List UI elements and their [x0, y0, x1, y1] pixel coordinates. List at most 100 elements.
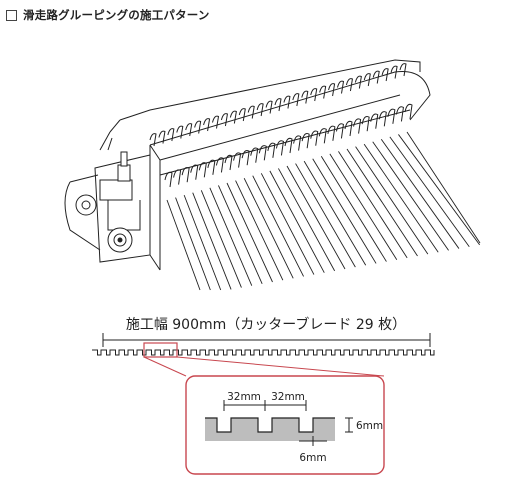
callout-line-right [176, 356, 385, 377]
cutter-blade [207, 159, 216, 175]
cutter-blade [258, 145, 267, 161]
cutter-blade [181, 166, 190, 183]
detail-highlight-box [143, 342, 178, 358]
cutter-blade [198, 162, 207, 178]
groove-line [192, 192, 232, 290]
grooving-machine-illustration [64, 59, 431, 271]
cutter-blade [173, 169, 182, 185]
cutter-blade [176, 125, 184, 139]
cutter-blade [327, 125, 336, 141]
groove-line [260, 173, 315, 275]
cutter-blade [283, 95, 291, 109]
cutter-blade [353, 118, 362, 134]
cutter-blade [220, 113, 228, 127]
cutter-blade [238, 108, 246, 122]
cutter-blade [390, 65, 398, 79]
cutter-blade [215, 157, 224, 173]
groove-line [278, 168, 336, 272]
cutter-blade [399, 63, 407, 77]
cutter-blade [404, 103, 413, 120]
page-title: 滑走路グルーピングの施工パターン [23, 8, 210, 22]
callout-line-left [143, 356, 187, 377]
cutter-blade [158, 130, 166, 144]
groove-line [209, 187, 253, 286]
groove-line [166, 199, 201, 291]
groove-line [355, 146, 429, 255]
depth-label: 6mm [356, 420, 383, 432]
pitch-label-1: 32mm [227, 391, 261, 403]
cutter-blade [190, 164, 199, 180]
title-row: 滑走路グルーピングの施工パターン [6, 6, 210, 24]
cutter-blades-rear [149, 63, 407, 147]
pitch-dimension [223, 400, 307, 411]
depth-dimension [345, 417, 353, 433]
cutter-blade [361, 115, 370, 132]
cutter-blade [378, 111, 387, 127]
cutter-blade [275, 140, 284, 156]
cutter-blade [328, 83, 336, 97]
width-dimension: 施工幅 900mm（カッターブレード 29 枚） [102, 316, 431, 347]
groove-line [226, 182, 273, 283]
groove-line [320, 156, 387, 262]
cutter-blade [319, 85, 327, 99]
cutter-blade [335, 123, 344, 139]
cutter-blade [167, 128, 175, 142]
groove-line [303, 160, 367, 266]
cutter-blade [345, 78, 353, 92]
groove-cross-section [205, 417, 335, 441]
groove-line [389, 136, 470, 247]
groove-line [372, 141, 449, 251]
cutter-blade [395, 106, 404, 122]
cutter-blade [241, 149, 250, 166]
groove-line [346, 148, 418, 257]
groove-line [200, 190, 242, 288]
cutter-blade [318, 128, 327, 144]
cutter-blade [203, 118, 211, 132]
cutter-blade [370, 113, 379, 129]
cutter-blade [292, 93, 300, 107]
cutter-blade [301, 132, 310, 149]
groove-line [183, 194, 222, 291]
groove-width-dimension [299, 436, 327, 446]
groove-line [175, 197, 211, 291]
cutter-blade [212, 115, 220, 129]
groove-line [235, 180, 284, 281]
groove-line [252, 175, 304, 277]
cutter-blade [265, 100, 273, 114]
groove-profile-strip [92, 349, 435, 356]
groove-line [243, 177, 294, 279]
cutter-blade [284, 137, 293, 154]
cutter-blade [224, 154, 233, 171]
cutter-blade [344, 120, 353, 137]
groove-line [329, 153, 398, 260]
cutter-blade [229, 110, 237, 124]
cutter-blade [387, 108, 396, 124]
cutter-blade [354, 75, 362, 89]
cutter-blade [381, 68, 389, 82]
cutter-blade [372, 70, 380, 84]
cutter-blade [363, 73, 371, 87]
cutter-blade [185, 123, 193, 137]
cutter-blade [194, 120, 202, 134]
square-bullet-icon [6, 9, 17, 21]
cutter-blade [310, 88, 318, 102]
cutter-blade [233, 152, 242, 168]
groove-width-label: 6mm [299, 452, 326, 464]
cutter-blade [310, 130, 319, 146]
cutter-blade [337, 80, 345, 94]
cutter-blade [149, 133, 157, 147]
groove-line [312, 158, 377, 264]
cutter-blade [250, 147, 259, 163]
groove-line [269, 170, 325, 273]
cutter-blades-front [164, 103, 413, 188]
groove-line [218, 185, 263, 285]
cutter-blade [274, 98, 282, 112]
width-label: 施工幅 900mm（カッターブレード 29 枚） [126, 316, 406, 333]
groove-line [380, 139, 460, 249]
cutter-blade [293, 135, 302, 151]
groove-lines [166, 131, 481, 291]
cutter-blade [301, 90, 309, 104]
groove-line [338, 151, 408, 259]
groove-line [363, 143, 439, 253]
